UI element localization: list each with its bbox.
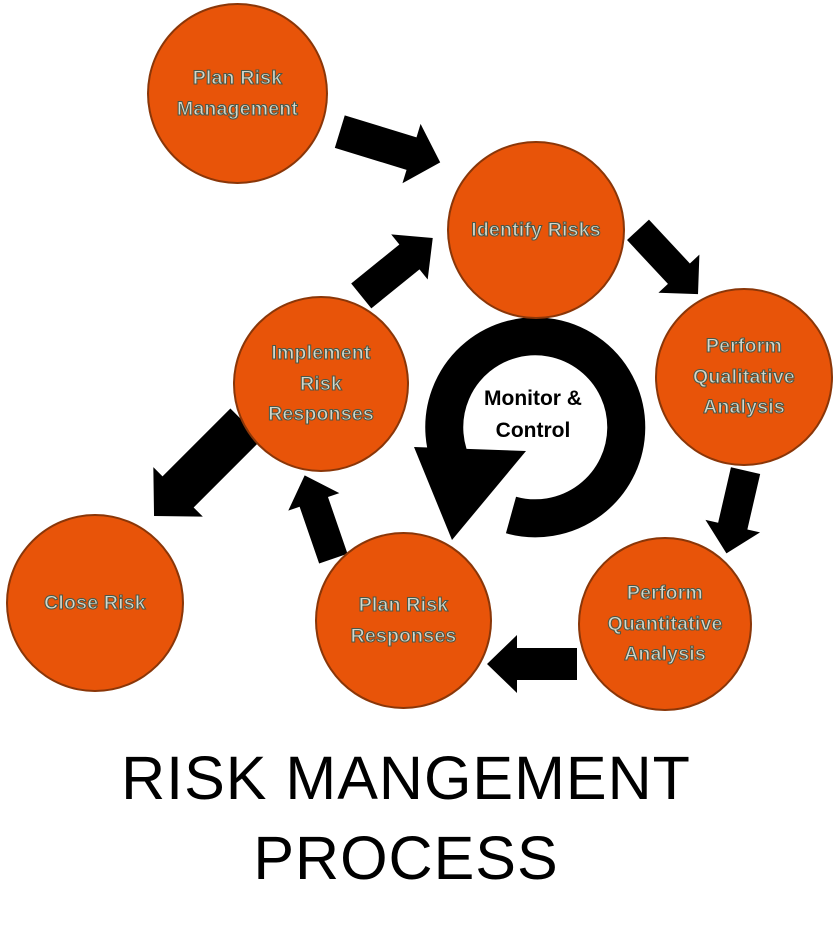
node-label: Implement Risk Responses bbox=[268, 341, 375, 426]
node-label: Perform Quantitative Analysis bbox=[607, 581, 723, 666]
cycle-arrow-head bbox=[414, 447, 526, 540]
node-identify-risks: Identify Risks bbox=[447, 141, 625, 319]
node-label: Perform Qualitative Analysis bbox=[693, 334, 796, 419]
node-perform-qualitative-analysis: Perform Qualitative Analysis bbox=[655, 288, 833, 466]
node-plan-risk-responses: Plan Risk Responses bbox=[315, 532, 492, 709]
flow-arrow-plan-management-to-identify bbox=[334, 115, 441, 184]
flow-arrow-identify-to-qualitative bbox=[627, 219, 700, 295]
diagram-title: RISK MANGEMENT PROCESS bbox=[0, 738, 812, 898]
cycle-arrow-ring bbox=[425, 317, 646, 538]
monitor-control-label: Monitor & Control bbox=[484, 387, 582, 442]
node-perform-quantitative-analysis: Perform Quantitative Analysis bbox=[578, 537, 752, 711]
node-label: Plan Risk Management bbox=[176, 66, 299, 120]
node-label: Plan Risk Responses bbox=[350, 593, 457, 647]
flow-arrow-qualitative-to-quantitative bbox=[705, 467, 761, 554]
node-close-risk: Close Risk bbox=[6, 514, 184, 692]
flow-arrow-plan-responses-to-implement bbox=[288, 475, 348, 564]
flow-arrow-implement-to-close bbox=[153, 408, 262, 517]
diagram-title-line-2: PROCESS bbox=[253, 824, 559, 892]
flow-arrow-implement-to-identify bbox=[351, 234, 433, 309]
node-implement-risk-responses: Implement Risk Responses bbox=[233, 296, 409, 472]
diagram-title-line-1: RISK MANGEMENT bbox=[121, 744, 691, 812]
node-plan-risk-management: Plan Risk Management bbox=[147, 3, 328, 184]
node-label: Identify Risks bbox=[471, 218, 601, 241]
node-label: Close Risk bbox=[44, 591, 147, 614]
flow-arrow-quantitative-to-plan-responses bbox=[487, 635, 577, 693]
